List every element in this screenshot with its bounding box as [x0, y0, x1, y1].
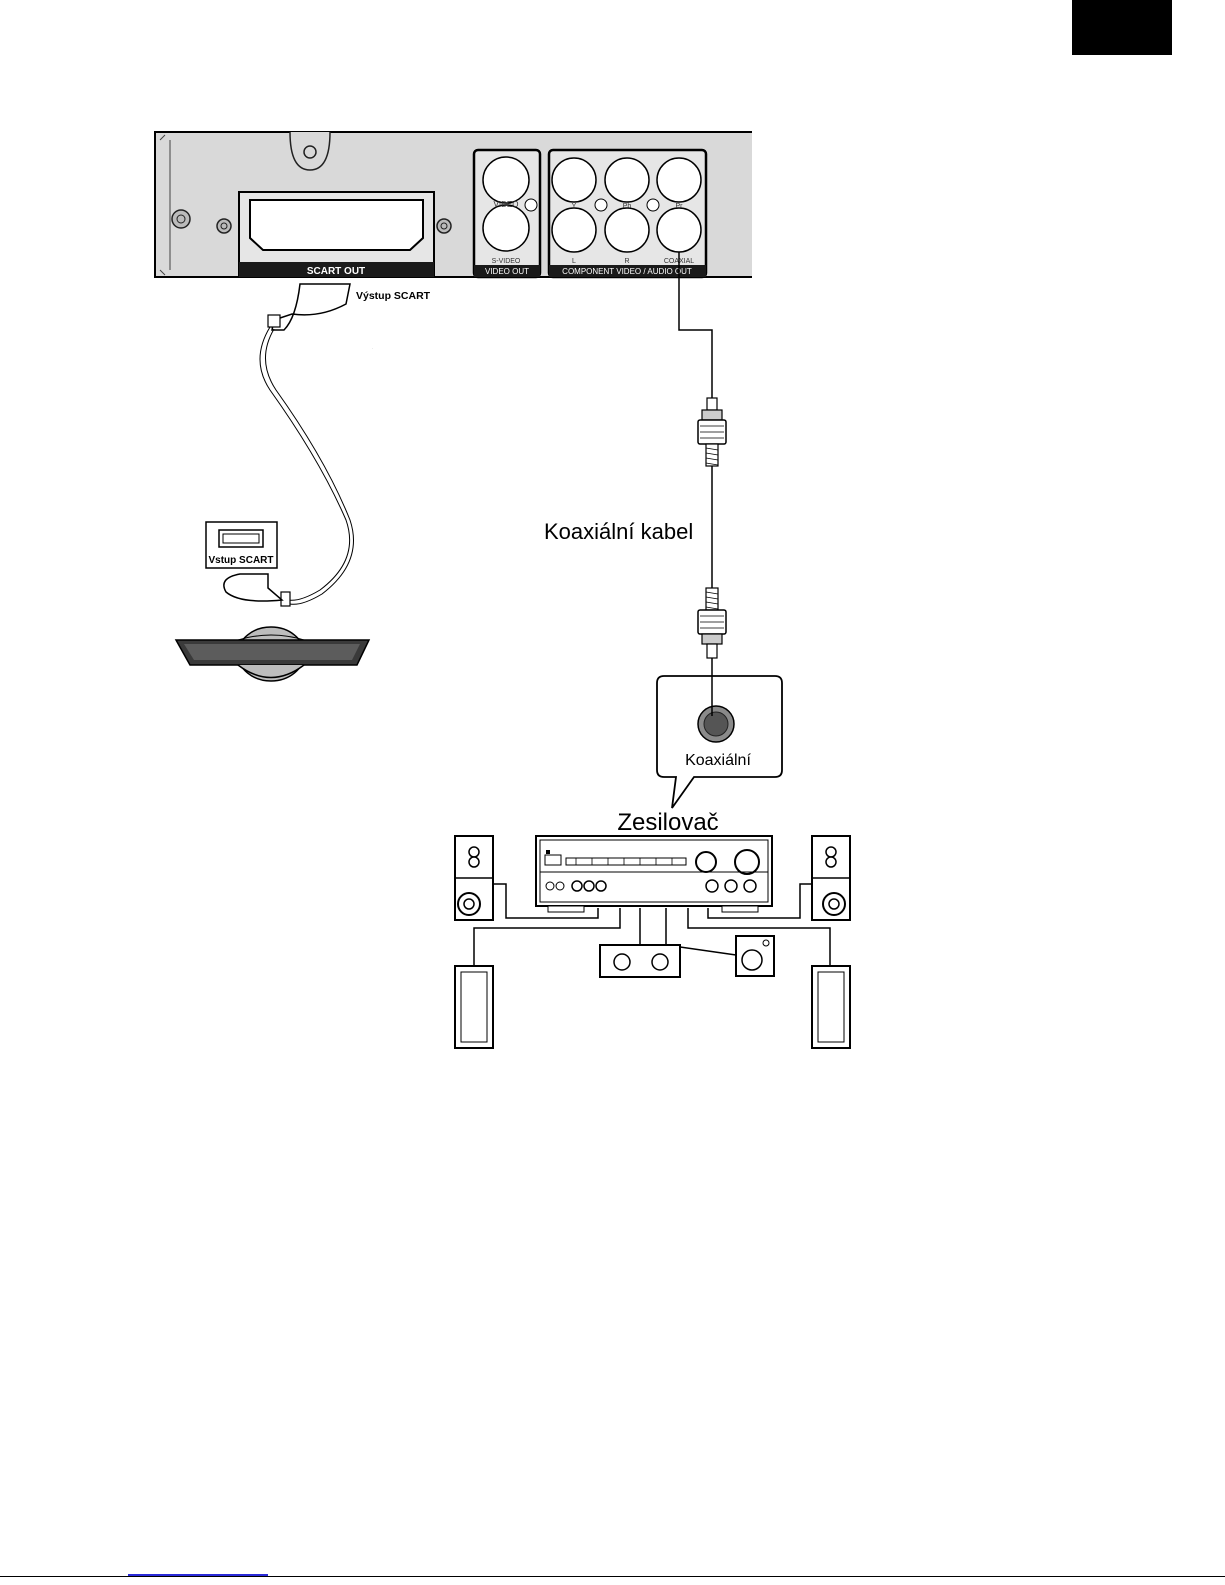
screw-icon — [172, 210, 190, 228]
screw-icon — [437, 219, 451, 233]
scart-out-label: SCART OUT — [307, 266, 365, 277]
video-out-ports: VIDEO S-VIDEO VIDEO OUT — [474, 150, 540, 277]
front-right-speaker-icon — [812, 836, 850, 920]
component-audio-ports: Y Pb Pr L R COAXIAL COMPONENT VIDEO / AU… — [549, 150, 706, 277]
rear-left-speaker-icon — [455, 966, 493, 1048]
amplifier-icon — [536, 836, 772, 912]
footer-link-underline — [128, 1574, 268, 1576]
r-port-label: R — [624, 258, 629, 265]
svideo-jack-icon — [483, 205, 529, 251]
footer-rule — [0, 1576, 1225, 1577]
y-port-label: Y — [572, 203, 577, 210]
svideo-port-label: S-VIDEO — [492, 258, 521, 265]
amplifier-coax-callout: Koaxiální — [657, 676, 782, 808]
scart-output-label: Výstup SCART — [356, 290, 431, 302]
svg-text:.: . — [372, 346, 373, 350]
coaxial-input-label: Koaxiální — [685, 752, 751, 769]
coaxial-cable — [679, 252, 726, 716]
video-out-label: VIDEO OUT — [485, 267, 529, 276]
scart-out-port: SCART OUT — [239, 192, 434, 277]
audio-right-jack-icon — [605, 208, 649, 252]
pr-jack-icon — [657, 158, 701, 202]
tv-icon — [176, 627, 369, 681]
audio-left-jack-icon — [552, 208, 596, 252]
y-jack-icon — [552, 158, 596, 202]
amplifier-label: Zesilovač — [617, 809, 718, 836]
scart-input-label: Vstup SCART — [209, 555, 274, 566]
video-jack-icon — [483, 157, 529, 203]
coaxial-jack-icon — [657, 208, 701, 252]
video-port-label: VIDEO — [494, 200, 519, 209]
pb-jack-icon — [605, 158, 649, 202]
component-label: COMPONENT VIDEO / AUDIO OUT — [562, 267, 692, 276]
screw-icon — [217, 219, 231, 233]
subwoofer-icon — [736, 936, 774, 976]
rear-right-speaker-icon — [812, 966, 850, 1048]
l-port-label: L — [572, 258, 576, 265]
center-speaker-icon — [600, 945, 680, 977]
pr-port-label: Pr — [676, 203, 684, 210]
coaxial-cable-label: Koaxiální kabel — [544, 519, 693, 544]
front-left-speaker-icon — [455, 836, 493, 920]
pb-port-label: Pb — [623, 203, 632, 210]
tv-scart-input: Vstup SCART — [206, 522, 277, 568]
